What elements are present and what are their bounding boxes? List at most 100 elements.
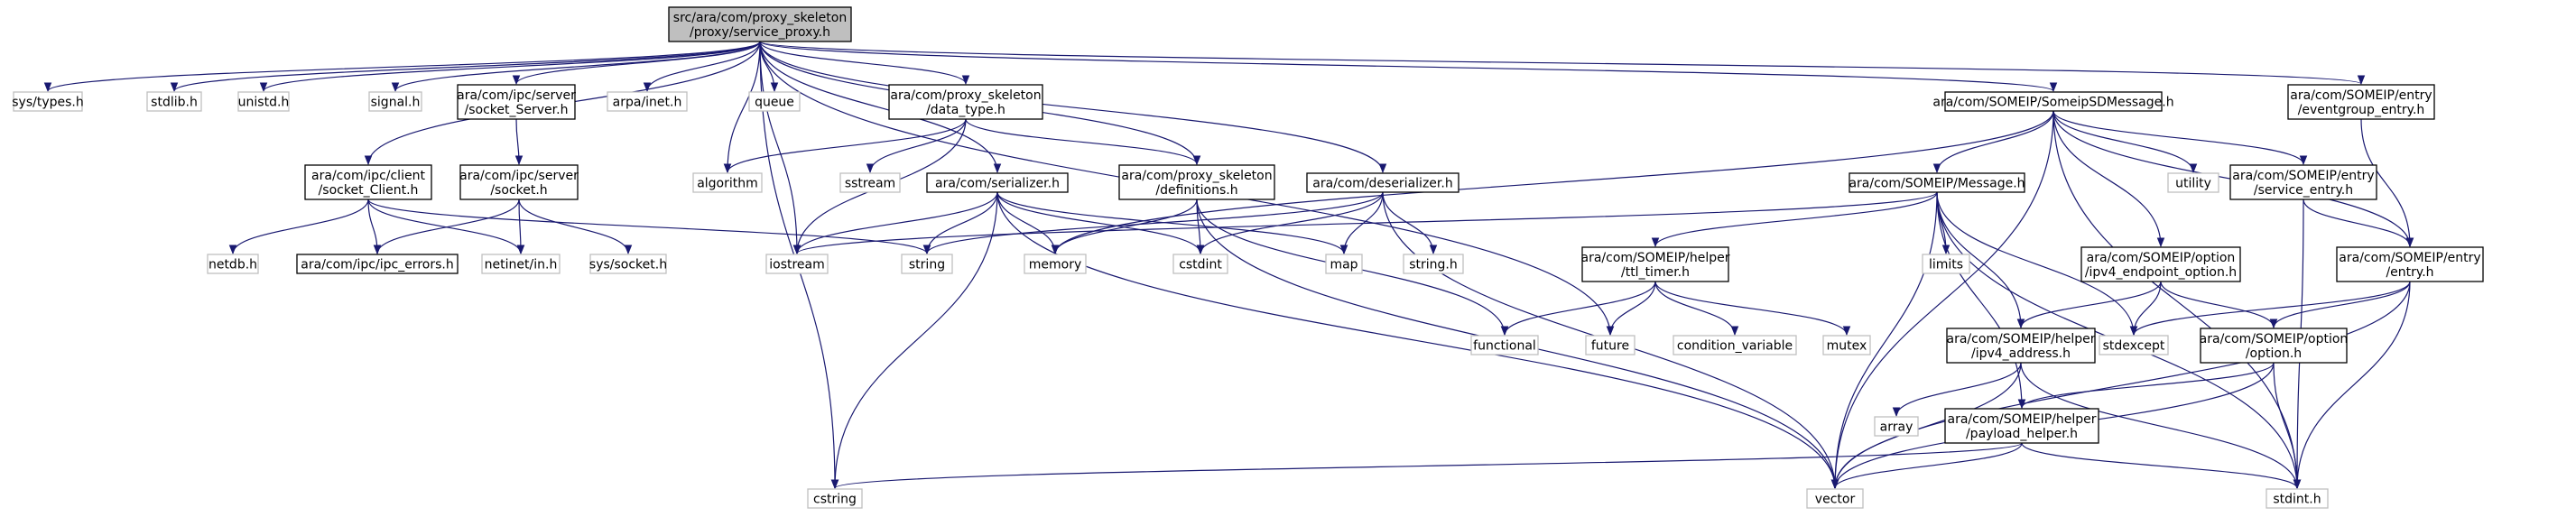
node-box xyxy=(668,6,852,42)
edge-serializer-to-memory xyxy=(996,191,1060,255)
node-box xyxy=(481,254,561,274)
edge-ipv4_endpoint-to-stdexcept xyxy=(2129,281,2162,337)
node-someip-sd[interactable]: ara/com/SOMEIP/SomeipSDMessage.h xyxy=(1932,91,2174,112)
edge-ttl_timer-to-future xyxy=(1606,281,1656,337)
edge-ipv4_address-to-array xyxy=(1892,362,2022,418)
node-box xyxy=(1673,335,1797,355)
node-option[interactable]: ara/com/SOMEIP/option/option.h xyxy=(2200,328,2349,364)
node-stdexcept: stdexcept xyxy=(2099,335,2169,355)
node-data-type[interactable]: ara/com/proxy_skeleton/data_type.h xyxy=(888,84,1043,120)
edge-someip_sd-to-ipv4_endpoint xyxy=(2052,110,2165,248)
edge-data_type-to-algorithm xyxy=(723,118,967,174)
node-box xyxy=(2099,335,2169,355)
node-box xyxy=(1822,335,1871,355)
node-condition-variable: condition_variable xyxy=(1673,335,1797,355)
edge-root-to-data_type xyxy=(759,41,970,86)
node-box xyxy=(1306,172,1459,193)
node-cstring: cstring xyxy=(807,488,863,509)
edge-payload_helper-to-stdint xyxy=(2021,442,2302,490)
node-label: /entry.h xyxy=(2386,265,2433,280)
node-box xyxy=(146,91,202,112)
node-label: ara/com/SOMEIP/entry xyxy=(2339,251,2480,265)
edge-definitions-to-memory xyxy=(1051,198,1198,255)
node-definitions[interactable]: ara/com/proxy_skeleton/definitions.h xyxy=(1118,164,1275,200)
node-label: ara/com/ipc/server xyxy=(457,88,576,103)
node-sstream: sstream xyxy=(839,172,901,193)
edge-deserializer-to-cstdint xyxy=(1196,191,1384,255)
node-box xyxy=(589,254,667,274)
node-box xyxy=(839,172,901,193)
node-label: utility xyxy=(2175,177,2211,191)
edge-someip_sd-to-stdint xyxy=(2052,110,2302,490)
edge-serializer-to-vector xyxy=(996,191,1839,490)
node-box xyxy=(1944,91,2163,112)
edge-payload_helper-to-vector xyxy=(1830,442,2023,490)
node-box xyxy=(2266,488,2329,509)
node-label: /service_entry.h xyxy=(2254,183,2353,198)
node-label: ara/com/SOMEIP/helper xyxy=(1581,251,1730,265)
node-deserializer[interactable]: ara/com/deserializer.h xyxy=(1306,172,1459,193)
node-box xyxy=(1585,335,1635,355)
node-box xyxy=(304,164,432,200)
node-ipv4-endpoint[interactable]: ara/com/SOMEIP/option/ipv4_endpoint_opti… xyxy=(2080,246,2241,282)
node-box xyxy=(1944,408,2099,444)
node-box xyxy=(1403,254,1464,274)
node-box xyxy=(807,488,863,509)
node-netdb: netdb.h xyxy=(207,254,259,274)
node-ipc-errors[interactable]: ara/com/ipc/ipc_errors.h xyxy=(296,254,459,274)
node-server-socket[interactable]: ara/com/ipc/server/socket.h xyxy=(459,164,579,200)
node-label: ara/com/SOMEIP/entry xyxy=(2232,169,2374,183)
node-label: ara/com/ipc/ipc_errors.h xyxy=(301,258,453,272)
edge-deserializer-to-string_h xyxy=(1382,191,1438,255)
node-memory: memory xyxy=(1024,254,1087,274)
edge-root-to-iostream xyxy=(759,41,802,255)
node-map: map xyxy=(1325,254,1363,274)
node-vector: vector xyxy=(1806,488,1864,509)
node-service-entry[interactable]: ara/com/SOMEIP/entry/service_entry.h xyxy=(2229,164,2377,200)
node-box xyxy=(2167,172,2219,193)
node-label: functional xyxy=(1473,339,1536,354)
node-label: ara/com/proxy_skeleton xyxy=(1121,169,1272,183)
node-serializer[interactable]: ara/com/serializer.h xyxy=(926,172,1069,193)
node-sys-socket: sys/socket.h xyxy=(589,254,667,274)
node-ipv4-address[interactable]: ara/com/SOMEIP/helper/ipv4_address.h xyxy=(1946,328,2096,364)
node-label: unistd.h xyxy=(238,96,290,110)
edge-entry-to-vector xyxy=(1830,281,2411,490)
node-entry[interactable]: ara/com/SOMEIP/entry/entry.h xyxy=(2336,246,2484,282)
node-box xyxy=(207,254,259,274)
node-socket-client[interactable]: ara/com/ipc/client/socket_Client.h xyxy=(304,164,432,200)
edge-root-to-eventgroup_entry xyxy=(759,41,2365,86)
edge-someip_sd-to-utility xyxy=(2052,110,2198,174)
node-stdint: stdint.h xyxy=(2266,488,2329,509)
node-box xyxy=(368,91,422,112)
node-netinet-in: netinet/in.h xyxy=(481,254,561,274)
node-box xyxy=(1806,488,1864,509)
edge-socket_client-to-netdb xyxy=(228,198,369,255)
node-socket-server[interactable]: ara/com/ipc/server/socket_Server.h xyxy=(457,84,576,120)
node-label: src/ara/com/proxy_skeleton xyxy=(673,11,847,25)
node-box xyxy=(1946,328,2096,364)
node-eventgroup-entry[interactable]: ara/com/SOMEIP/entry/eventgroup_entry.h xyxy=(2287,84,2435,120)
node-message[interactable]: ara/com/SOMEIP/Message.h xyxy=(1849,172,2025,193)
node-queue: queue xyxy=(748,91,801,112)
edge-ipv4_endpoint-to-ipv4_address xyxy=(2016,281,2162,329)
edge-payload_helper-to-cstring xyxy=(831,442,2023,490)
node-label: /socket_Server.h xyxy=(465,103,569,117)
node-label: /definitions.h xyxy=(1155,183,1237,198)
node-label: /ttl_timer.h xyxy=(1621,265,1690,280)
node-ttl-timer[interactable]: ara/com/SOMEIP/helper/ttl_timer.h xyxy=(1581,246,1730,282)
node-label: cstdint xyxy=(1179,258,1222,272)
node-payload-helper[interactable]: ara/com/SOMEIP/helper/payload_helper.h xyxy=(1944,408,2099,444)
node-label: /data_type.h xyxy=(926,103,1005,117)
node-box xyxy=(296,254,459,274)
node-label: arpa/inet.h xyxy=(613,96,682,110)
edge-deserializer-to-string xyxy=(922,191,1384,255)
node-box xyxy=(926,172,1069,193)
node-box xyxy=(1325,254,1363,274)
edge-option-to-stdint xyxy=(2273,362,2302,490)
node-root[interactable]: src/ara/com/proxy_skeleton/proxy/service… xyxy=(668,6,852,42)
node-unistd: unistd.h xyxy=(237,91,290,112)
node-label: sstream xyxy=(845,177,895,191)
node-label: ara/com/ipc/server xyxy=(459,169,579,183)
edge-message-to-iostream xyxy=(793,191,1938,255)
